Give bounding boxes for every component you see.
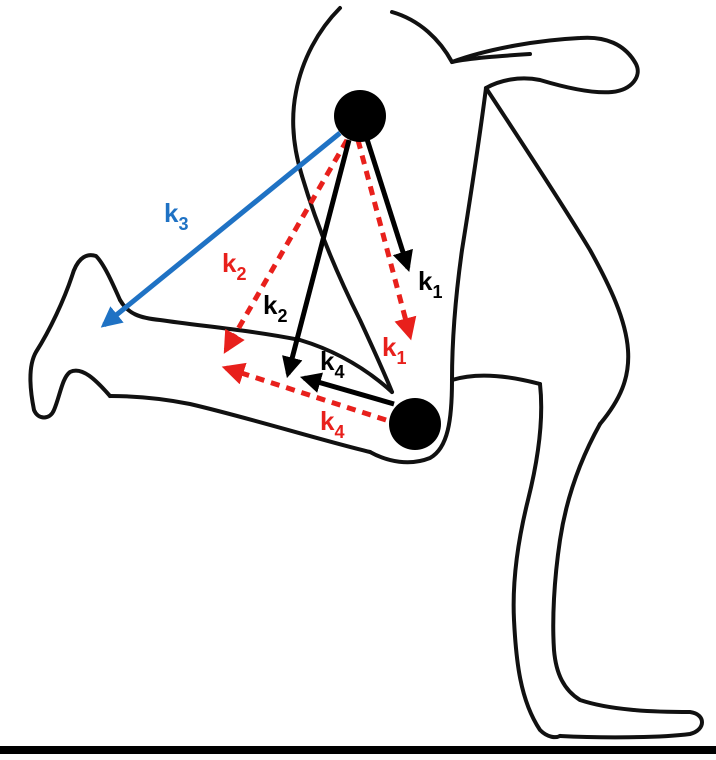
label-k4-black-sub: 4 bbox=[334, 362, 344, 382]
rear-foot-outline bbox=[31, 255, 121, 417]
stance-shin-back-outline bbox=[514, 384, 560, 737]
torso-front-outline bbox=[392, 12, 530, 62]
label-k2-red-sub: 2 bbox=[236, 264, 246, 284]
label-k4-red-base: k bbox=[320, 406, 335, 436]
label-k3-blue-sub: 3 bbox=[178, 214, 188, 234]
force-vectors bbox=[104, 133, 410, 420]
label-k4-red-sub: 4 bbox=[334, 422, 344, 442]
stance-thigh-outline bbox=[486, 88, 628, 424]
k3-blue-arrow bbox=[104, 133, 340, 325]
label-k1-red-sub: 1 bbox=[396, 348, 406, 368]
label-k3-blue-base: k bbox=[164, 198, 179, 228]
hip-joint bbox=[334, 90, 386, 142]
label-k2-red: k2 bbox=[222, 248, 246, 284]
label-k2-red-base: k bbox=[222, 248, 237, 278]
label-k2-black: k2 bbox=[263, 290, 287, 326]
stance-shin-front-outline bbox=[553, 424, 702, 737]
arm-outline bbox=[452, 38, 638, 93]
thigh-front-outline bbox=[452, 88, 486, 380]
label-k1-red-base: k bbox=[382, 332, 397, 362]
label-k1-black: k1 bbox=[418, 266, 442, 302]
label-k1-black-base: k bbox=[418, 266, 433, 296]
label-k3-blue: k3 bbox=[164, 198, 188, 234]
label-k4-red: k4 bbox=[320, 406, 344, 442]
label-k2-black-sub: 2 bbox=[277, 306, 287, 326]
k2-black-arrow bbox=[288, 140, 349, 374]
stance-thigh-back-outline bbox=[452, 376, 540, 384]
label-k1-black-sub: 1 bbox=[432, 282, 442, 302]
k1-red-dashed-arrow bbox=[358, 140, 410, 336]
label-k4-black-base: k bbox=[320, 346, 335, 376]
label-k2-black-base: k bbox=[263, 290, 278, 320]
label-k1-red: k1 bbox=[382, 332, 406, 368]
knee-joint bbox=[389, 398, 441, 450]
label-k4-black: k4 bbox=[320, 346, 344, 382]
